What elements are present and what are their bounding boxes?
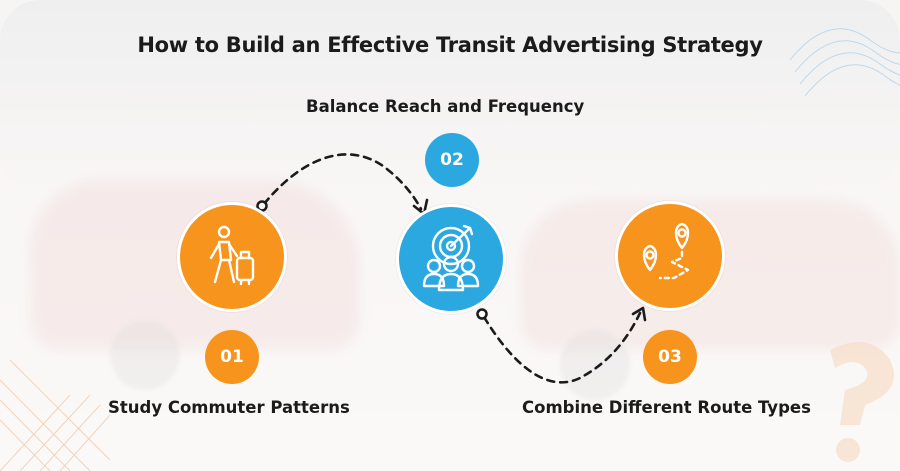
step-1-label: Study Commuter Patterns bbox=[108, 398, 350, 417]
page-title: How to Build an Effective Transit Advert… bbox=[137, 33, 763, 57]
target-audience-icon bbox=[422, 224, 480, 292]
step-3-label: Combine Different Route Types bbox=[522, 398, 811, 417]
grid-decoration bbox=[0, 359, 111, 471]
step-1-number-badge: 01 bbox=[205, 330, 259, 384]
route-map-pins-icon bbox=[642, 222, 690, 280]
step-2-icon-circle bbox=[396, 204, 506, 314]
step-2-number-badge: 02 bbox=[425, 133, 479, 187]
arrowhead-icon bbox=[631, 306, 647, 322]
wave-lines-decoration bbox=[789, 28, 900, 97]
step-2-number: 02 bbox=[440, 150, 464, 170]
step-2-label: Balance Reach and Frequency bbox=[306, 97, 585, 116]
question-mark-decoration bbox=[830, 342, 895, 462]
step-3-icon-circle bbox=[615, 201, 725, 311]
step-3-number: 03 bbox=[658, 347, 682, 367]
step-3-number-badge: 03 bbox=[643, 330, 697, 384]
connector-start-dot bbox=[476, 308, 488, 320]
connector-arrow-2-to-3 bbox=[482, 311, 642, 384]
step-1-icon-circle bbox=[177, 202, 287, 312]
step-1-number: 01 bbox=[220, 347, 244, 367]
connector-arrow-1-to-2 bbox=[262, 153, 423, 211]
traveler-with-luggage-icon bbox=[209, 225, 255, 286]
